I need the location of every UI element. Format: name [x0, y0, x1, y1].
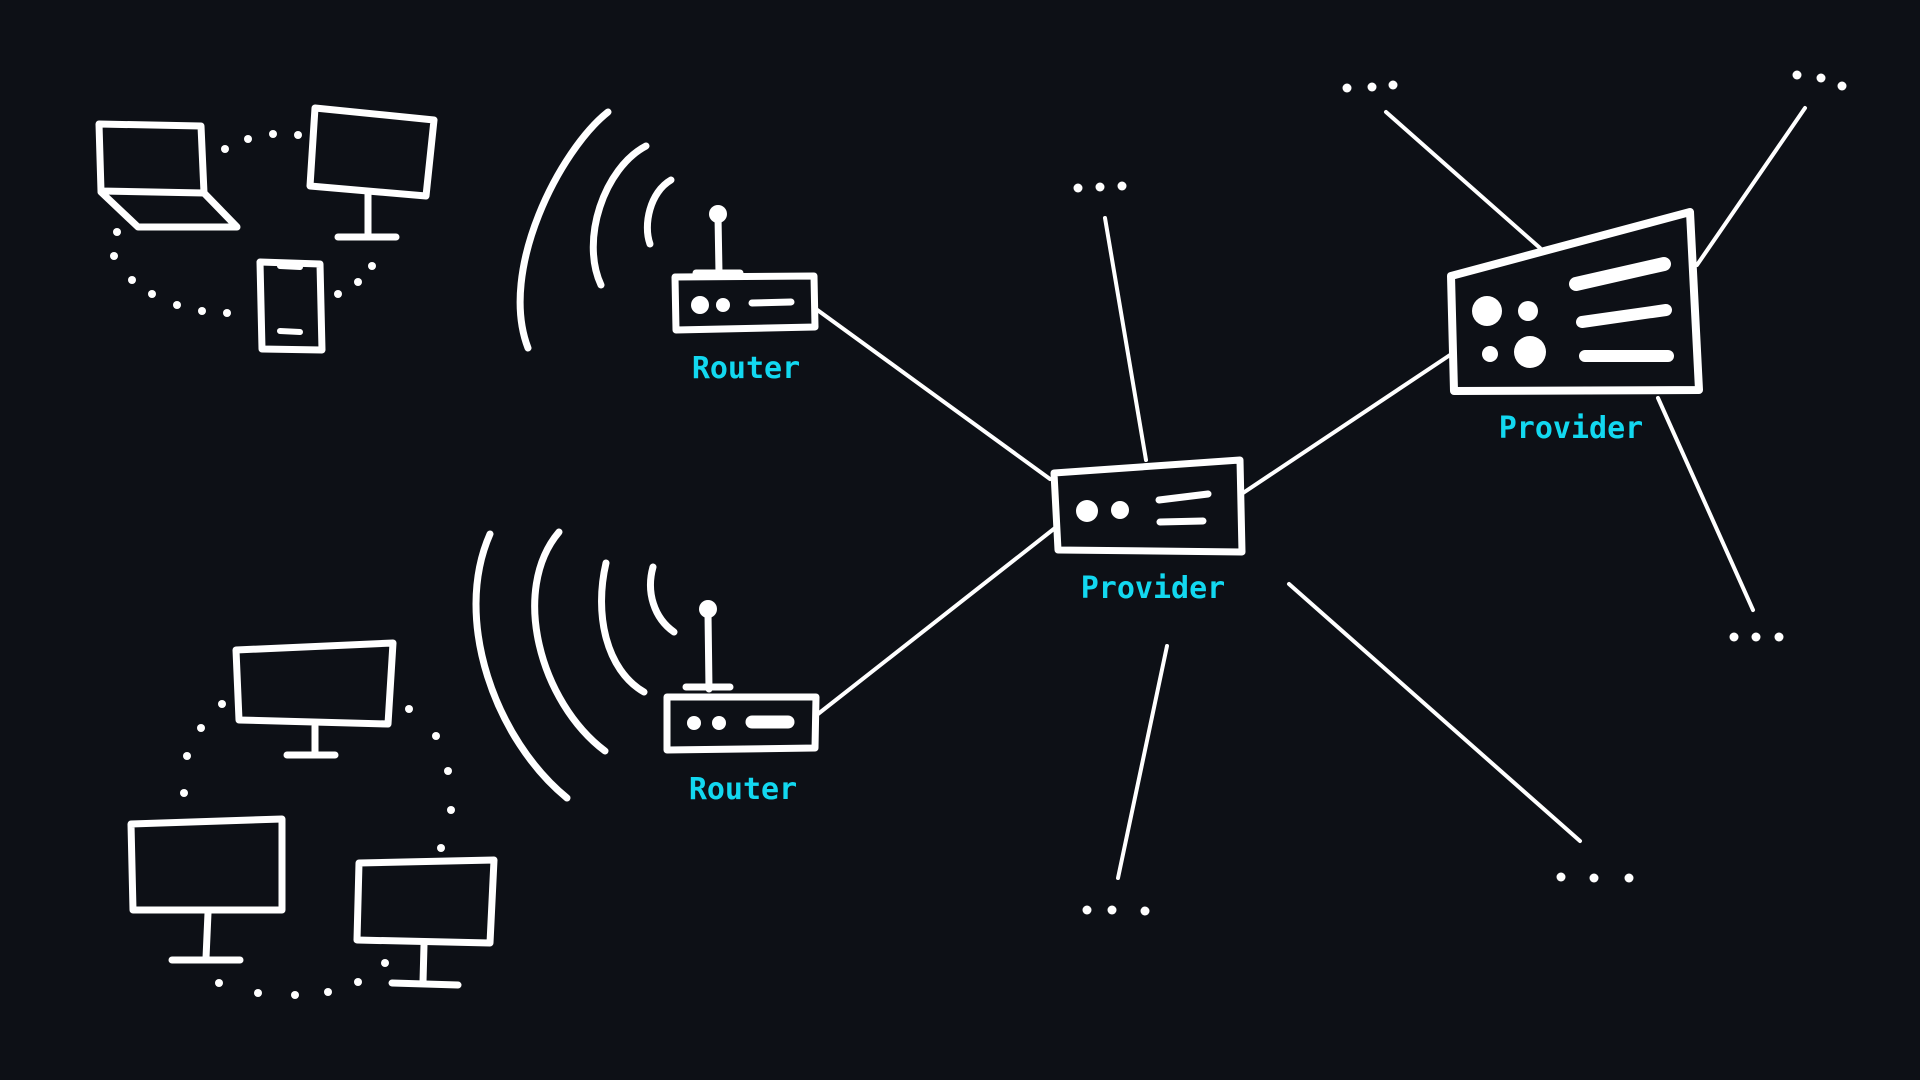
provider-label-2: Provider	[1499, 411, 1644, 446]
edge-router1-provider1	[814, 307, 1052, 481]
ellipsis-provider1-bottom	[1082, 905, 1150, 916]
edge-router2-provider1	[816, 526, 1057, 716]
ellipsis-provider1-bottomright	[1556, 872, 1634, 883]
edge-provider1-downright	[1287, 582, 1582, 843]
edge-provider1-provider2	[1238, 353, 1452, 497]
edge-provider2-down	[1656, 396, 1755, 612]
router-icon-1	[671, 205, 819, 334]
server-box-icon-1	[1050, 456, 1246, 556]
device-cluster-2	[127, 639, 498, 999]
device-cluster-1	[95, 104, 438, 354]
server-box-icon-2	[1447, 208, 1703, 395]
ellipsis-provider1-top	[1073, 181, 1127, 193]
ellipsis-dots	[1073, 70, 1847, 916]
router-label-1: Router	[692, 351, 800, 386]
edge-provider1-down	[1116, 644, 1169, 880]
ellipsis-provider2-bottom	[1729, 632, 1784, 642]
monitor-icon	[353, 856, 498, 989]
monitor-icon	[306, 104, 438, 241]
monitor-icon	[127, 815, 286, 964]
laptop-icon	[95, 120, 241, 231]
phone-icon	[256, 258, 326, 354]
edge-provider1-up	[1103, 216, 1148, 462]
ellipsis-provider2-topright	[1792, 70, 1847, 91]
wifi-waves-icon	[516, 108, 675, 352]
ellipsis-provider2-topleft	[1342, 80, 1398, 93]
router-icon-2	[663, 600, 820, 754]
cluster-2-dotted-ring	[180, 700, 455, 999]
edge-provider2-upleft	[1384, 110, 1542, 250]
connections	[814, 106, 1807, 880]
wifi-waves-icon	[472, 528, 678, 802]
cluster-1-dotted-ring	[110, 130, 376, 317]
edge-provider2-upright	[1695, 106, 1807, 267]
provider-label-1: Provider	[1081, 571, 1226, 606]
monitor-icon	[232, 639, 397, 759]
router-label-2: Router	[689, 772, 797, 807]
